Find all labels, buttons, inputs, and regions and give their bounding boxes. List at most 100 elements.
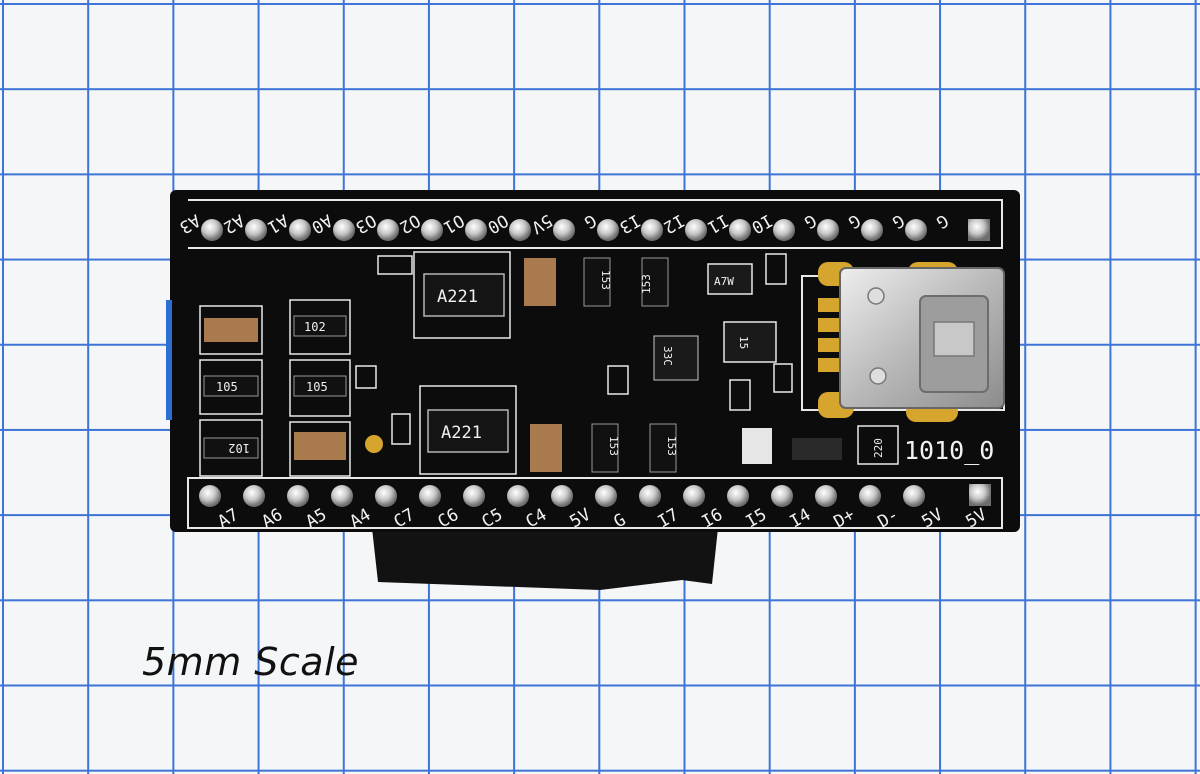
pin-pad <box>421 219 443 241</box>
chip-label: 153 <box>599 270 612 290</box>
chip-label: A221 <box>441 423 482 443</box>
smd-part <box>707 263 753 295</box>
chip-label: 153 <box>665 436 678 456</box>
pin-pad <box>727 485 749 507</box>
capacitor-array <box>289 421 351 477</box>
pin-pad <box>419 485 441 507</box>
capacitor-array-body <box>524 258 556 306</box>
gold-via <box>365 435 383 453</box>
pin-pad <box>815 485 837 507</box>
second-array-column: 102 105 <box>289 299 383 477</box>
pin-pad <box>509 219 531 241</box>
smd-part <box>391 413 411 445</box>
chip-label: 105 <box>306 380 328 394</box>
pin-pad <box>377 219 399 241</box>
scale-label: 5mm Scale <box>142 640 360 684</box>
small-components: A7W 33C 15 220 <box>355 253 899 465</box>
pin-pad <box>333 219 355 241</box>
resistor-array-body <box>649 423 677 473</box>
resistor-array-body <box>203 437 259 459</box>
network-outline <box>413 251 511 339</box>
chip-label: 105 <box>216 380 238 394</box>
left-array-column: 105 102 <box>199 305 263 477</box>
chip-label: 102 <box>304 320 326 334</box>
lower-resistor-network: A221 <box>419 385 517 475</box>
resistor-array <box>289 299 351 355</box>
usb-rivet <box>869 367 887 385</box>
chip-label: A221 <box>437 287 478 307</box>
usb-pin <box>818 318 840 332</box>
chip-label: A7W <box>714 275 734 288</box>
pin-pad <box>597 219 619 241</box>
usb-pin <box>818 298 840 312</box>
resistor-array <box>289 359 351 417</box>
usb-pin <box>818 358 840 372</box>
smd-part <box>607 365 629 395</box>
top-header-pins <box>201 219 990 241</box>
smd-part <box>377 255 413 275</box>
smd-part <box>653 335 699 381</box>
pin-pad <box>199 485 221 507</box>
resistor-array <box>199 359 263 415</box>
pin-pad <box>289 219 311 241</box>
pin-pad <box>287 485 309 507</box>
pin-pad <box>685 219 707 241</box>
pin-pad <box>903 485 925 507</box>
pcb-blue-edge <box>166 300 172 420</box>
pin-pad <box>905 219 927 241</box>
pin-pad <box>771 485 793 507</box>
usb-tongue <box>933 321 975 357</box>
upper-resistor-network: A221 <box>413 251 511 339</box>
pin-pad <box>639 485 661 507</box>
smd-part <box>773 363 793 393</box>
chip-label: 220 <box>872 438 885 458</box>
resistor-array-body <box>293 375 347 397</box>
network-outline <box>419 385 517 475</box>
pin-pad <box>201 219 223 241</box>
pin-pad <box>859 485 881 507</box>
network-body <box>423 273 505 317</box>
pin-pad <box>465 219 487 241</box>
bottom-header-outline <box>187 477 1003 529</box>
smd-part <box>742 428 772 464</box>
smd-diode <box>792 438 842 460</box>
usb-connector <box>818 262 1005 422</box>
capacitor-array-body <box>294 432 346 460</box>
smd-part <box>729 379 751 411</box>
smd-part <box>723 321 777 363</box>
usb-pin <box>818 338 840 352</box>
resistor-array-body <box>641 257 669 307</box>
usb-rivet <box>867 287 885 305</box>
smd-part <box>765 253 787 285</box>
capacitor-array-body <box>530 424 562 472</box>
pin-pad-square <box>969 484 991 506</box>
resistor-array <box>199 419 263 477</box>
heatshrink-tab <box>372 528 718 590</box>
pin-pad <box>595 485 617 507</box>
resistor-array-body <box>583 257 611 307</box>
chip-label: 153 <box>607 436 620 456</box>
top-header-outline <box>188 199 1003 249</box>
pin-pad <box>553 219 575 241</box>
pin-pad <box>243 485 265 507</box>
pin-pad <box>375 485 397 507</box>
capacitor-array <box>199 305 263 355</box>
pin-pad <box>729 219 751 241</box>
capacitor-array-body <box>204 318 258 342</box>
pin-pad-square <box>968 219 990 241</box>
pin-pad <box>861 219 883 241</box>
pin-pad <box>641 219 663 241</box>
network-body <box>427 409 509 453</box>
pin-pad <box>773 219 795 241</box>
pin-pad <box>551 485 573 507</box>
resistor-array-body <box>203 375 259 397</box>
resistor-array-body <box>293 315 347 337</box>
pin-pad <box>507 485 529 507</box>
chip-label: 15 <box>737 336 750 349</box>
smd-part <box>355 365 377 389</box>
resistor-array-body <box>591 423 619 473</box>
chip-label: 153 <box>640 274 653 294</box>
pin-pad <box>683 485 705 507</box>
pin-pad <box>463 485 485 507</box>
153-arrays: 153 153 153 153 <box>524 257 678 473</box>
